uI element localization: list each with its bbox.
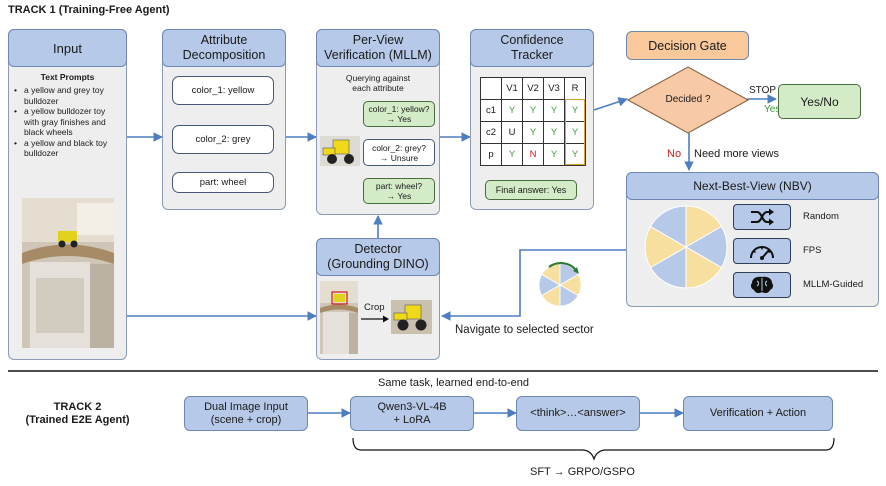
random-option-button[interactable] (733, 204, 791, 230)
brain-icon (750, 276, 774, 294)
dual-image-input-box: Dual Image Input(scene + crop) (184, 396, 308, 431)
yes-label: Yes (764, 104, 781, 115)
mllm-guided-option-button[interactable] (733, 272, 791, 298)
verify-answer-yes: color_1: yellow?→ Yes (363, 101, 435, 127)
nbv-sector-pie (644, 205, 728, 289)
need-more-label: Need more views (694, 148, 779, 160)
arrow-tracker-to-gate (593, 97, 628, 111)
verify-answer-yes: part: wheel?→ Yes (363, 178, 435, 204)
final-answer: Final answer: Yes (485, 180, 577, 200)
scene-image (22, 198, 114, 348)
training-label: SFT → GRPO/GSPO (530, 466, 635, 478)
random-label: Random (803, 211, 839, 222)
track2-title: TRACK 2(Trained E2E Agent) (25, 401, 130, 426)
stop-label: STOP (749, 85, 777, 96)
prompts-list: •a yellow and grey toy bulldozer •a yell… (14, 85, 124, 159)
decision-diamond (627, 66, 749, 134)
think-answer-box: <think>…<answer> (516, 396, 640, 431)
track2-caption: Same task, learned end-to-end (378, 377, 530, 389)
crop-label: Crop (364, 302, 385, 313)
navigate-label: Navigate to selected sector (455, 324, 594, 336)
detector-title: Detector(Grounding DINO) (316, 238, 440, 276)
decision-question: Decided ? (665, 94, 711, 105)
track1-title: TRACK 1 (Training-Free Agent) (8, 4, 170, 16)
attr-item: color_1: yellow (172, 76, 274, 105)
result-box: Yes/No (778, 84, 861, 119)
decision-gate-title: Decision Gate (626, 31, 749, 60)
input-title: Input (8, 29, 127, 67)
nbv-title: Next-Best-View (NBV) (626, 172, 879, 200)
crop-image (391, 300, 432, 334)
result-column-highlight (565, 99, 585, 165)
qwen-lora-box: Qwen3-VL-4B+ LoRA (350, 396, 474, 431)
prompt-item: •a yellow bulldozer toy with gray finish… (14, 106, 106, 137)
attr-item: part: wheel (172, 172, 274, 193)
verification-action-box: Verification + Action (683, 396, 833, 431)
shuffle-icon (751, 208, 774, 226)
detector-scene-image (320, 281, 358, 354)
crop-arrow (361, 315, 389, 323)
arrow-nbv-to-detector (441, 249, 626, 321)
navigate-sector-icon (538, 261, 582, 307)
verify-answer-unsure: color_2: grey?→ Unsure (363, 139, 435, 166)
no-label: No (667, 148, 682, 160)
fps-label: FPS (803, 245, 822, 256)
training-brace (352, 437, 835, 461)
mllm-guided-label: MLLM-Guided (803, 279, 864, 290)
attr-title: Attribute Decomposition (162, 29, 286, 67)
attr-item: color_2: grey (172, 125, 274, 154)
prompt-item: •a yellow and grey toy bulldozer (14, 85, 104, 106)
speedometer-icon (750, 246, 774, 260)
prompts-heading: Text Prompts (40, 72, 95, 82)
fps-option-button[interactable] (733, 238, 791, 264)
toy-image (320, 136, 360, 166)
prompt-item: •a yellow and black toy bulldozer (14, 137, 108, 159)
